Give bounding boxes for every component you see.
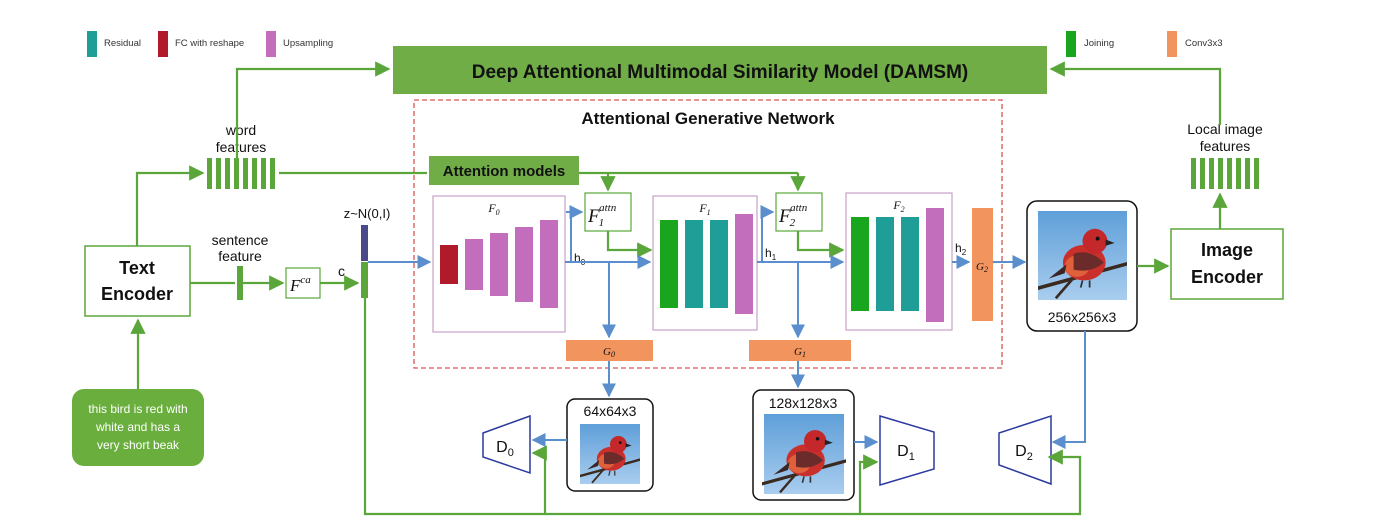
agn-box <box>413 99 1003 369</box>
legend-conv-label: Conv3x3 <box>1185 38 1223 49</box>
fca-box <box>285 267 321 299</box>
d2-discriminator <box>998 414 1052 486</box>
img128-label: 128x128x3 <box>769 395 838 411</box>
img64-label: 64x64x3 <box>584 403 637 419</box>
c-bar <box>361 262 368 298</box>
local-features-line2: features <box>1200 138 1251 154</box>
input-text-line3: very short beak <box>97 438 180 452</box>
legend-joining-label: Joining <box>1084 38 1114 49</box>
image-encoder-box <box>1170 228 1284 300</box>
z-bar <box>361 225 368 261</box>
f0-up-block-2 <box>490 233 508 296</box>
local-feature-bars <box>1191 158 1259 189</box>
legend-residual-swatch <box>87 31 97 57</box>
f0-up-block-1 <box>465 239 483 290</box>
h2-label: h2 <box>955 241 967 257</box>
d0-discriminator <box>482 414 531 475</box>
image-encoder-line1: Image <box>1201 240 1253 260</box>
input-text-line2: white and has a <box>95 420 180 434</box>
f2-label: F2 <box>892 198 904 214</box>
legend-conv-swatch <box>1167 31 1177 57</box>
d1-label: D1 <box>897 443 915 463</box>
legend-fc-swatch <box>158 31 168 57</box>
fca-label: Fca <box>289 274 311 295</box>
f1-label: F1 <box>698 201 710 217</box>
f0-up-block-4 <box>540 220 558 308</box>
attention-models-label: Attention models <box>443 163 566 180</box>
legend-joining-swatch <box>1066 31 1076 57</box>
damsm-title: Deep Attentional Multimodal Similarity M… <box>472 62 968 83</box>
h1-label: h1 <box>765 246 777 262</box>
g0-box <box>566 340 653 361</box>
f1-up-block <box>735 214 753 314</box>
f1-res-block-1 <box>685 220 703 308</box>
img256-label: 256x256x3 <box>1048 309 1117 325</box>
agn-title: Attentional Generative Network <box>581 109 835 128</box>
f1-attn-box <box>584 192 632 232</box>
text-encoder-box <box>84 245 191 317</box>
f0-label: F0 <box>487 201 499 217</box>
d1-discriminator <box>879 414 935 487</box>
f1-join-block <box>660 220 678 308</box>
f2-join-block <box>851 217 869 311</box>
green-connectors <box>130 61 1228 516</box>
f0-up-block-3 <box>515 227 533 302</box>
img256-bird <box>1038 211 1127 300</box>
legend-upsampling-swatch <box>266 31 276 57</box>
image-encoder-line2: Encoder <box>1191 267 1263 287</box>
sentence-feature-line2: feature <box>218 248 262 264</box>
f0-fc-block <box>440 245 458 284</box>
f1-res-block-2 <box>710 220 728 308</box>
g1-box <box>749 340 851 361</box>
attention-models-box <box>429 156 579 185</box>
g0-label: G0 <box>603 346 615 359</box>
text-encoder-line2: Encoder <box>101 284 173 304</box>
h0-label: h0 <box>574 251 586 267</box>
local-features-line1: Local image <box>1187 121 1263 137</box>
f1-attn-label: F1attn <box>587 202 617 229</box>
g1-label: G1 <box>794 346 806 359</box>
word-features-line2: features <box>216 139 267 155</box>
f2-attn-box <box>775 192 823 232</box>
blue-connectors <box>368 205 1086 449</box>
g2-box <box>972 208 993 321</box>
d2-label: D2 <box>1015 443 1033 463</box>
f2-attn-label: F2attn <box>778 202 808 229</box>
word-feature-bars <box>207 158 275 189</box>
img64-bird <box>580 423 640 485</box>
f2-up-block <box>926 208 944 322</box>
input-text-box <box>72 389 204 466</box>
sentence-feature-line1: sentence <box>212 232 269 248</box>
damsm-bar <box>393 46 1047 94</box>
input-text-line1: this bird is red with <box>88 402 187 416</box>
g2-label: G2 <box>976 261 988 274</box>
legend-upsampling-label: Upsampling <box>283 38 333 49</box>
sentence-feature-bar <box>237 266 243 300</box>
text-encoder-line1: Text <box>119 258 155 278</box>
d0-label: D0 <box>496 439 514 459</box>
f2-res-block-2 <box>901 217 919 311</box>
legend-residual-label: Residual <box>104 38 141 49</box>
legend: Residual FC with reshape Upsampling Join… <box>87 31 1223 57</box>
legend-fc-label: FC with reshape <box>175 38 244 49</box>
z-label: z~N(0,I) <box>344 206 391 221</box>
c-label: c <box>338 263 345 279</box>
word-features-line1: word <box>225 122 256 138</box>
f2-res-block-1 <box>876 217 894 311</box>
img128-bird <box>762 414 846 494</box>
